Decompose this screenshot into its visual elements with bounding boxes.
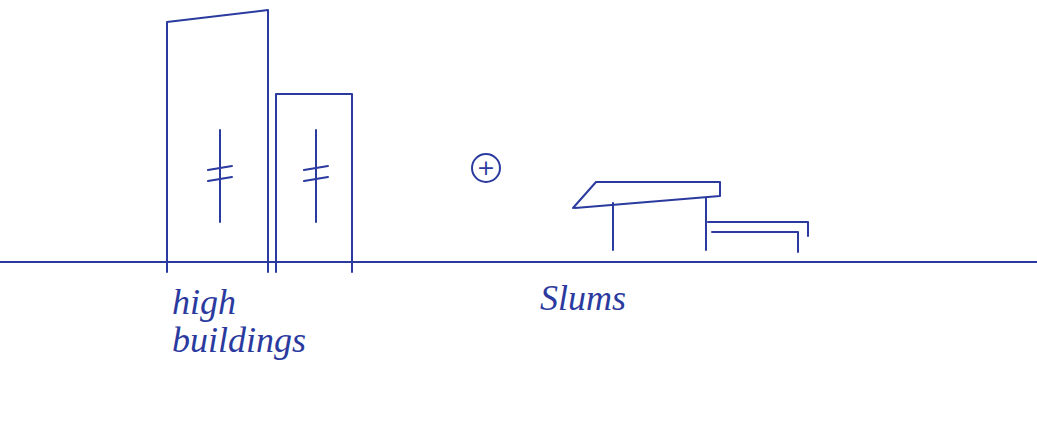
window-mark: [208, 130, 232, 222]
plus-symbol: +: [474, 157, 498, 179]
building-label: high buildings: [172, 284, 372, 360]
high-building: [276, 94, 352, 272]
slum-roof: [573, 182, 720, 208]
slum-walls: [613, 198, 706, 250]
slums-label: Slums: [540, 280, 740, 318]
tall-building: [167, 10, 268, 272]
slum-shack: [708, 222, 808, 252]
plus-circle: [472, 154, 500, 182]
ground-line: [0, 261, 1037, 263]
window-mark: [304, 130, 328, 222]
